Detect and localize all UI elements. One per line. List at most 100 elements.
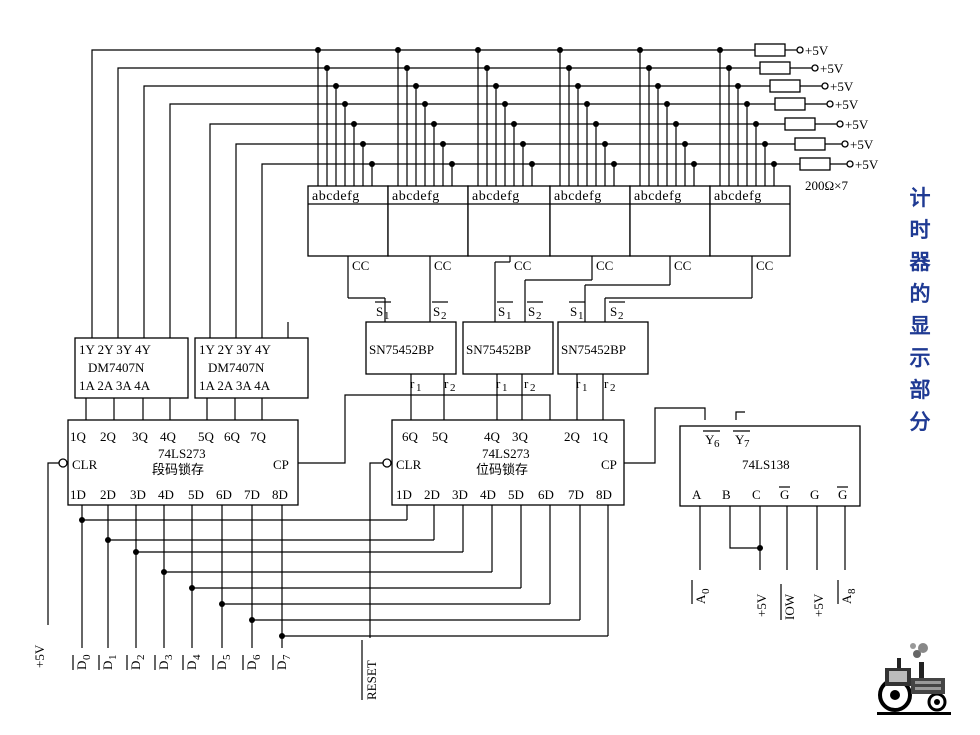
svg-text:6D: 6D [216,487,232,502]
svg-text:3D: 3D [452,487,468,502]
driver-1 [365,321,457,375]
tractor-icon [877,643,951,715]
buffer-chips: 1Y 2Y 3Y 4Y DM7407N 1A 2A 3A 4A 1Y 2Y 3Y… [74,337,309,399]
junction-dot [493,83,499,89]
junction-dot [771,161,777,167]
junction-dot [520,141,526,147]
svg-text:74LS138: 74LS138 [742,457,790,472]
svg-text:CC: CC [596,258,613,273]
svg-text:7Q: 7Q [250,429,267,444]
bus-label-sub-d1: 1 [107,655,119,661]
svg-text:CC: CC [756,258,773,273]
junction-dot [484,65,490,71]
driver-3 [557,321,649,375]
svg-text:G: G [780,487,789,502]
svg-text:S: S [528,304,535,319]
bus-label-d4: D [184,661,199,670]
display-1 [307,185,389,257]
svg-text:3Q: 3Q [132,429,149,444]
junction-dot [502,101,508,107]
svg-text:Y: Y [735,432,745,447]
svg-text:DM7407N: DM7407N [88,360,145,375]
svg-text:r: r [604,376,609,391]
svg-text:1Q: 1Q [70,429,87,444]
svg-text:B: B [722,487,731,502]
svg-text:+5V: +5V [835,97,859,112]
svg-text:6D: 6D [538,487,554,502]
junction-dot [593,121,599,127]
junction-dot [324,65,330,71]
svg-text:0: 0 [700,588,712,594]
display-5 [629,185,711,257]
bus-label-d0: D [74,661,89,670]
svg-text:2D: 2D [424,487,440,502]
junction-dot [475,47,481,53]
junction-dot [342,101,348,107]
svg-text:CP: CP [273,457,289,472]
decoder-input-wiring [699,506,846,570]
position-latch: 74LS273 位码锁存 CLR CP 6Q 5Q 4Q 3Q 2Q 1Q 1D… [382,419,625,506]
bus-label-d2: D [128,661,143,670]
svg-text:+5V: +5V [850,137,874,152]
svg-text:S: S [433,304,440,319]
bus-label-d1: D [100,661,115,670]
bus-junction-dot [279,633,285,639]
bus-junction-dot [161,569,167,575]
svg-text:CLR: CLR [396,457,422,472]
svg-text:CC: CC [434,258,451,273]
buffer-to-segment-wiring [91,49,366,338]
svg-text:G: G [810,487,819,502]
junction-dot [529,161,535,167]
display-2 [387,185,469,257]
svg-text:SN75452BP: SN75452BP [561,342,626,357]
resistor-supply-labels: +5V +5V +5V +5V +5V +5V +5V [805,43,879,172]
bus-label-sub-d5: 5 [221,654,233,660]
svg-text:1: 1 [416,382,422,394]
svg-text:2Q: 2Q [100,429,117,444]
svg-text:2Q: 2Q [564,429,581,444]
svg-text:1D: 1D [70,487,86,502]
svg-text:A: A [693,594,708,604]
svg-text:1: 1 [506,310,512,322]
junction-dot [584,101,590,107]
svg-text:5Q: 5Q [432,429,449,444]
junction-dot [762,141,768,147]
display-5-segments: abcdefg [634,189,682,204]
svg-text:7D: 7D [568,487,584,502]
svg-text:74LS273: 74LS273 [482,446,530,461]
svg-text:S: S [570,304,577,319]
junction-dot [673,121,679,127]
svg-text:r: r [576,376,581,391]
svg-text:1: 1 [582,382,588,394]
svg-text:2: 2 [610,382,616,394]
junction-dot [646,65,652,71]
display-row: abcdefg abcdefg abcdefg abcdefg abcdefg … [307,185,791,257]
bus-label-d7: D [274,661,289,670]
bus-label-sub-d4: 4 [191,654,203,660]
pull-up-resistors [754,43,854,171]
bus-label-sub-d7: 7 [281,654,293,660]
decoder-signal-labels: A 0 +5V IOW +5V A 8 [691,580,858,620]
bus-label-sub-d6: 6 [251,654,263,660]
svg-text:+5V: +5V [830,79,854,94]
svg-text:4Q: 4Q [484,429,501,444]
svg-text:6: 6 [714,438,720,450]
junction-dot [440,141,446,147]
svg-text:2D: 2D [100,487,116,502]
svg-text:5D: 5D [508,487,524,502]
display-4 [549,185,631,257]
svg-text:SN75452BP: SN75452BP [369,342,434,357]
svg-text:S: S [498,304,505,319]
decoder-chip: Y 6 Y 7 74LS138 A B C G G G [679,425,861,507]
junction-dot [404,65,410,71]
svg-text:4D: 4D [480,487,496,502]
svg-text:+5V: +5V [805,43,829,58]
junction-dot [351,121,357,127]
svg-text:CC: CC [674,258,691,273]
junction-dot [664,101,670,107]
junction-dot [360,141,366,147]
display-6-segments: abcdefg [714,189,762,204]
